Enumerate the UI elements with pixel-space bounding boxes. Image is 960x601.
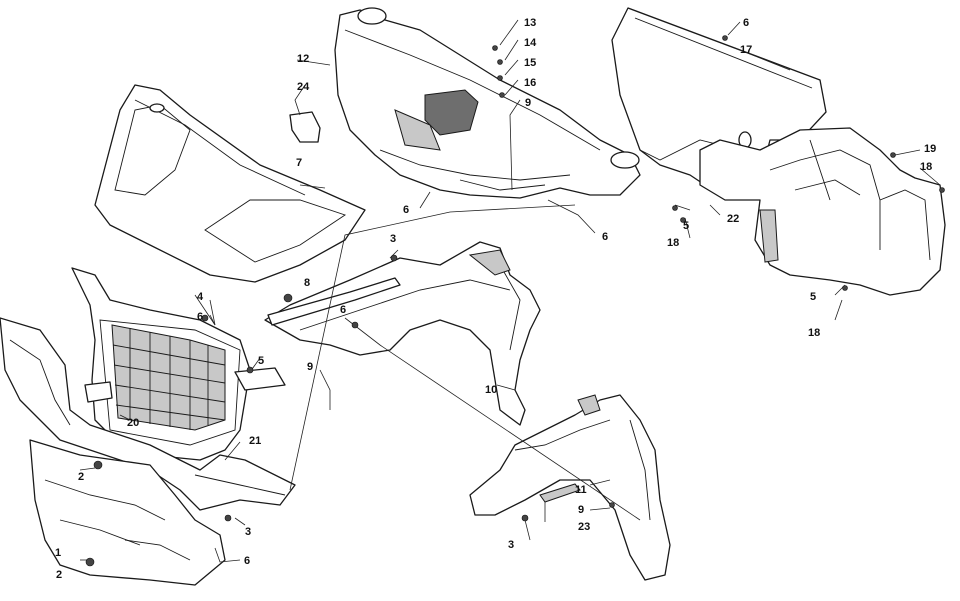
callout-3: 3 bbox=[245, 526, 251, 538]
part-hood bbox=[94, 84, 366, 283]
callout-4: 4 bbox=[197, 291, 204, 303]
callout-24: 24 bbox=[297, 81, 310, 93]
callout-8: 8 bbox=[304, 277, 310, 289]
callout-18: 18 bbox=[920, 161, 932, 173]
callout-2: 2 bbox=[78, 471, 84, 483]
callout-6: 6 bbox=[340, 304, 346, 316]
part-support-bracket bbox=[234, 277, 401, 391]
callout-9: 9 bbox=[525, 97, 531, 109]
part-front-fender-right bbox=[469, 394, 671, 581]
callout-16: 16 bbox=[524, 77, 536, 89]
callout-6: 6 bbox=[197, 311, 203, 323]
callout-5: 5 bbox=[258, 355, 264, 367]
callout-21: 21 bbox=[249, 435, 261, 447]
hardware-fasteners bbox=[85, 35, 945, 567]
part-small-bracket bbox=[289, 111, 321, 143]
callout-6: 6 bbox=[403, 204, 409, 216]
callout-6: 6 bbox=[602, 231, 608, 243]
callout-9: 9 bbox=[307, 361, 313, 373]
part-rear-inner-panel bbox=[611, 7, 827, 196]
callout-10: 10 bbox=[485, 384, 497, 396]
callout-13: 13 bbox=[524, 17, 536, 29]
callout-5: 5 bbox=[810, 291, 816, 303]
callout-19: 19 bbox=[924, 143, 936, 155]
callout-labels: 1 2 2 3 3 3 4 5 5 5 6 6 6 6 6 6 7 8 9 9 … bbox=[55, 17, 936, 581]
callout-12: 12 bbox=[297, 53, 309, 65]
callout-20: 20 bbox=[127, 417, 139, 429]
part-front-bumper-cover bbox=[0, 317, 296, 511]
callout-17: 17 bbox=[740, 44, 752, 56]
callout-3: 3 bbox=[508, 539, 514, 551]
callout-9: 9 bbox=[578, 504, 584, 516]
callout-11: 11 bbox=[575, 484, 587, 496]
callout-15: 15 bbox=[524, 57, 536, 69]
part-lower-skid-plate bbox=[29, 439, 226, 586]
callout-14: 14 bbox=[524, 37, 537, 49]
callout-6: 6 bbox=[743, 17, 749, 29]
callout-23: 23 bbox=[578, 521, 590, 533]
callout-18: 18 bbox=[808, 327, 820, 339]
part-badge bbox=[84, 381, 113, 403]
callout-3: 3 bbox=[390, 233, 396, 245]
callout-6: 6 bbox=[244, 555, 250, 567]
part-front-fender-left bbox=[264, 241, 541, 426]
callout-7: 7 bbox=[296, 157, 302, 169]
callout-18: 18 bbox=[667, 237, 679, 249]
callout-22: 22 bbox=[727, 213, 739, 225]
part-grille-insert bbox=[111, 324, 226, 431]
callout-2: 2 bbox=[56, 569, 62, 581]
callout-1: 1 bbox=[55, 547, 61, 559]
part-right-inner-fender bbox=[699, 127, 946, 296]
part-dashboard-frame bbox=[334, 7, 641, 199]
callout-5: 5 bbox=[683, 220, 689, 232]
part-trim-strip bbox=[539, 483, 581, 503]
